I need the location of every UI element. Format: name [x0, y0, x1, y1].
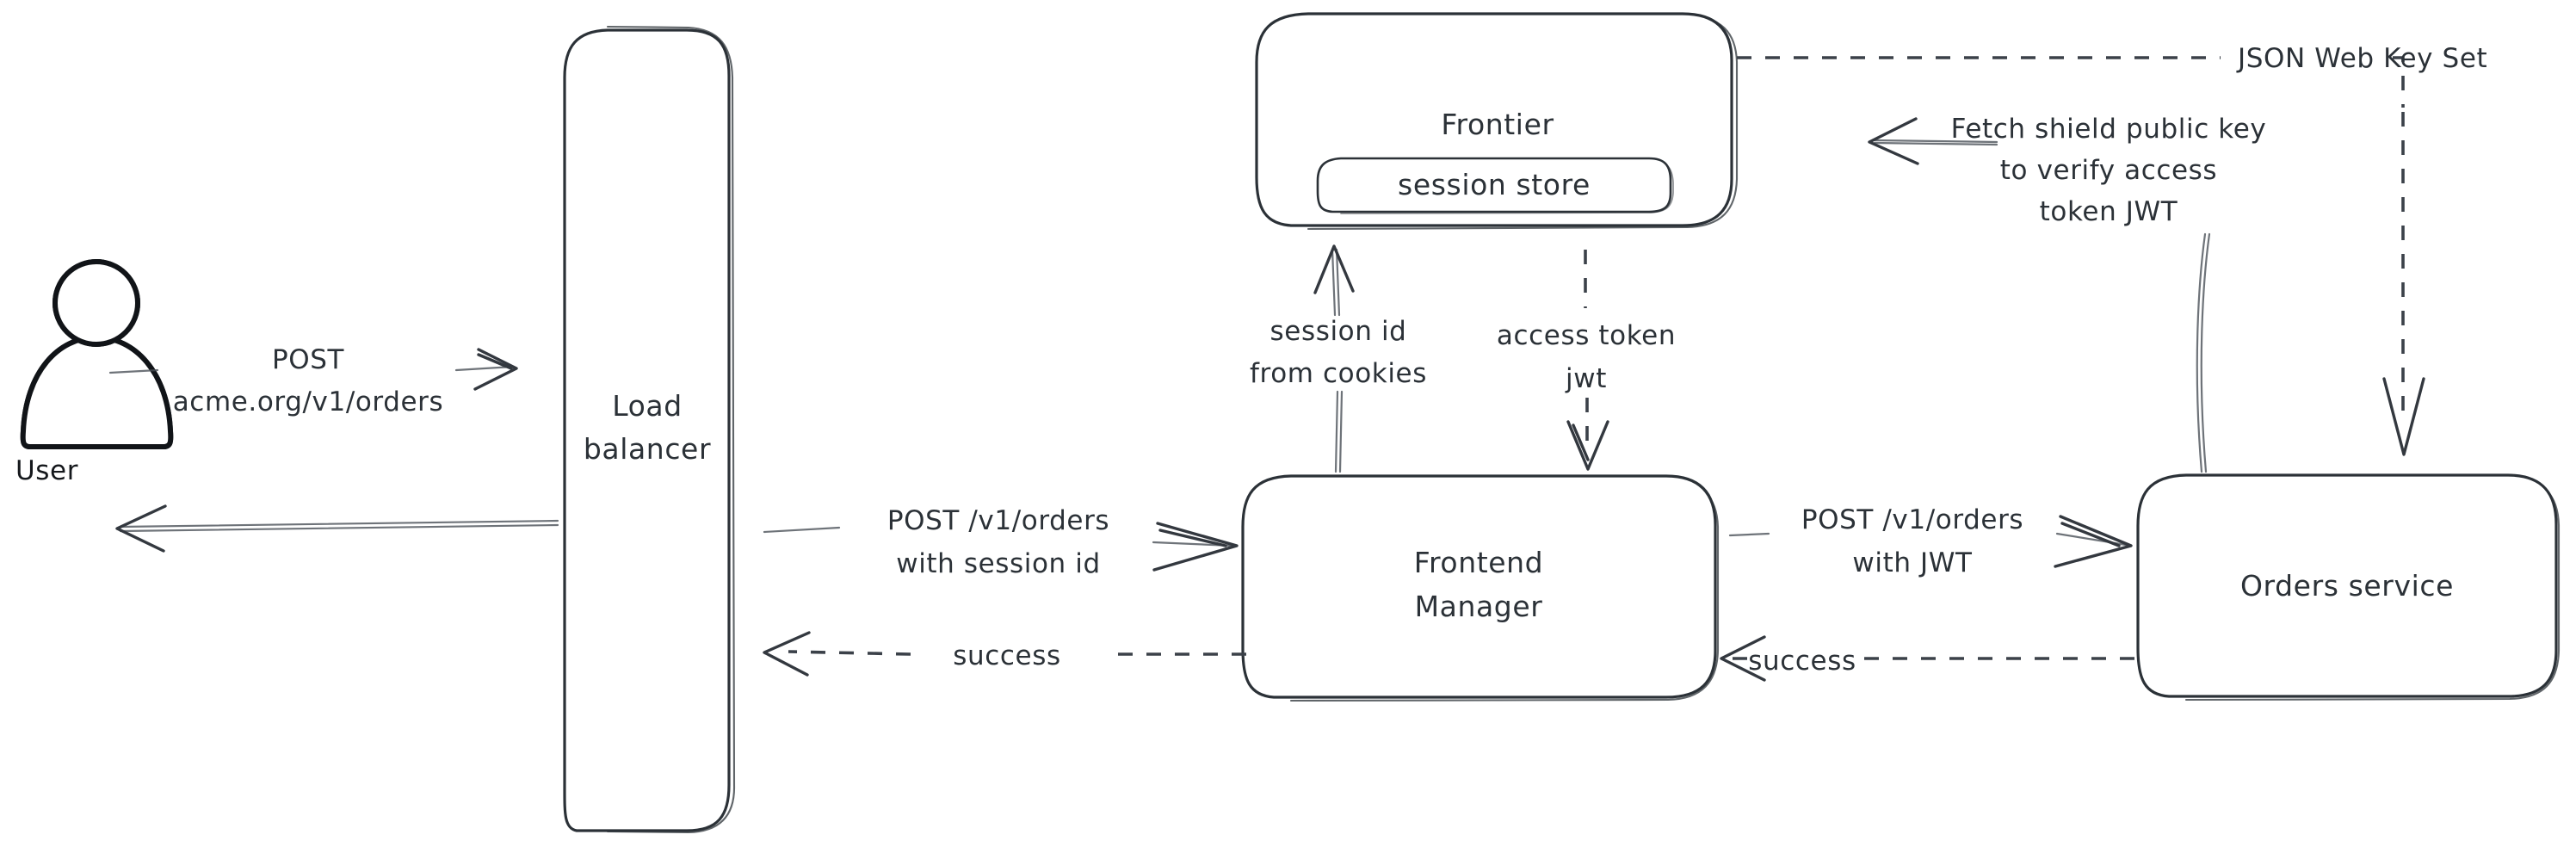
edge-frontier-to-fm-label-line1: access token — [1497, 320, 1676, 351]
edge-fm-to-frontier-label-line1: session id — [1270, 316, 1407, 347]
node-frontier[interactable]: Frontier session store — [1255, 12, 1739, 231]
edge-fm-to-orders-label-line2: with JWT — [1852, 547, 1973, 578]
edge-orders-to-frontier: Fetch shield public key to verify access… — [1868, 114, 2267, 473]
edge-lb-to-fm-label-line2: with session id — [896, 548, 1101, 579]
edge-frontier-to-orders-label: JSON Web Key Set — [2236, 43, 2487, 74]
edge-frontier-to-fm: access token jwt — [1497, 250, 1676, 471]
session-store-label: session store — [1398, 168, 1591, 201]
frontend-manager-label-line2: Manager — [1415, 590, 1543, 623]
edge-fm-to-orders: POST /v1/orders with JWT — [1728, 504, 2133, 578]
edge-lb-to-frontend-manager: POST /v1/orders with session id — [763, 505, 1239, 579]
node-session-store[interactable]: session store — [1316, 157, 1674, 214]
edge-user-to-load-balancer: POST acme.org/v1/orders — [108, 344, 518, 417]
load-balancer-label-line2: balancer — [584, 432, 711, 466]
edge-frontier-to-fm-label-line2: jwt — [1565, 363, 1607, 394]
node-frontend-manager[interactable]: Frontend Manager — [1241, 474, 1720, 702]
orders-service-label: Orders service — [2240, 569, 2454, 603]
node-user[interactable]: User — [15, 259, 174, 486]
edge-orders-to-frontier-label-line1: Fetch shield public key — [1951, 114, 2267, 145]
edge-frontier-to-orders-jwks: JSON Web Key Set — [1737, 43, 2487, 456]
edge-fm-to-orders-label-line1: POST /v1/orders — [1801, 504, 2023, 535]
edge-load-balancer-to-user — [115, 504, 559, 553]
edge-orders-to-fm-success: success — [1720, 635, 2134, 682]
user-label: User — [15, 455, 78, 486]
edge-orders-to-fm-label: success — [1748, 646, 1856, 677]
edge-orders-to-frontier-label-line3: token JWT — [2040, 196, 2178, 227]
edge-fm-to-lb-success: success — [763, 631, 1246, 677]
load-balancer-label-line1: Load — [612, 389, 683, 423]
edge-user-to-lb-label-line2: acme.org/v1/orders — [173, 386, 444, 417]
edge-fm-to-frontier: session id from cookies — [1250, 244, 1427, 473]
node-orders-service[interactable]: Orders service — [2136, 473, 2561, 702]
frontend-manager-label-line1: Frontend — [1414, 546, 1543, 579]
edge-fm-to-frontier-label-line2: from cookies — [1250, 358, 1427, 389]
person-icon — [20, 259, 174, 449]
edge-fm-to-lb-label: success — [953, 640, 1060, 671]
node-load-balancer[interactable]: Load balancer — [563, 25, 736, 834]
edge-lb-to-fm-label-line1: POST /v1/orders — [887, 505, 1109, 536]
frontier-label: Frontier — [1441, 108, 1554, 141]
edge-user-to-lb-label-line1: POST — [272, 344, 345, 375]
edge-orders-to-frontier-label-line2: to verify access — [2000, 155, 2217, 186]
